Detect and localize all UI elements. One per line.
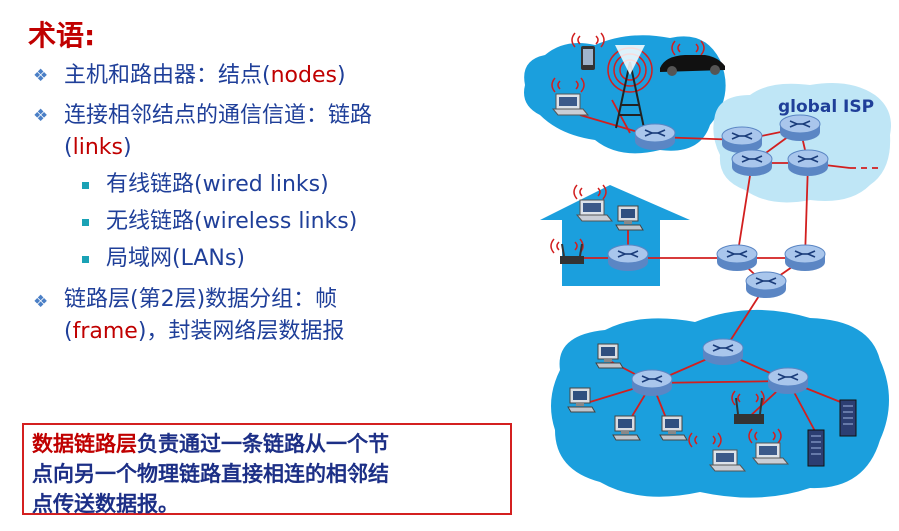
router-icon bbox=[634, 123, 676, 151]
smartphone-icon bbox=[571, 32, 605, 70]
definition-box: 数据链路层负责通过一条链路从一个节 点向另一个物理链路直接相连的相邻结 点传送数… bbox=[22, 423, 512, 516]
bullet-term: links bbox=[72, 135, 123, 160]
definition-term: 数据链路层 bbox=[32, 432, 137, 456]
bullet-links: 连接相邻结点的通信信道：链路 (links) bbox=[64, 100, 372, 164]
home-network-house bbox=[540, 185, 690, 220]
definition-text: 点传送数据报。 bbox=[32, 492, 179, 516]
square-bullet-icon bbox=[82, 182, 89, 189]
cell-tower-icon bbox=[607, 45, 653, 129]
definition-text: 点向另一个物理链路直接相连的相邻结 bbox=[32, 462, 389, 486]
server-icon bbox=[807, 429, 825, 467]
bullet-text: 主机和路由器：结点( bbox=[64, 63, 271, 88]
enterprise-network-cloud bbox=[551, 309, 889, 498]
bullet-text: ) bbox=[336, 63, 346, 88]
diamond-bullet-icon: ❖ bbox=[33, 66, 49, 86]
network-diagram: global ISP bbox=[524, 32, 891, 498]
router-icon bbox=[779, 114, 821, 142]
router-icon bbox=[745, 271, 787, 299]
bullet-text: 连接相邻结点的通信信道：链路 bbox=[64, 103, 373, 128]
page-title: 术语: bbox=[28, 19, 96, 52]
sub-bullet-wired: 有线链路(wired links) bbox=[106, 172, 329, 197]
router-icon bbox=[787, 149, 829, 177]
router-icon bbox=[631, 369, 673, 397]
square-bullet-icon bbox=[82, 256, 89, 263]
server-icon bbox=[839, 399, 857, 437]
sub-bullet-lans: 局域网(LANs) bbox=[106, 246, 245, 271]
router-icon bbox=[784, 244, 826, 272]
bullet-text: ( bbox=[64, 319, 73, 344]
enterprise-access-point-icon bbox=[731, 390, 765, 424]
square-bullet-icon bbox=[82, 219, 89, 226]
global-isp-label: global ISP bbox=[778, 97, 874, 117]
sub-bullet-wireless: 无线链路(wireless links) bbox=[106, 209, 358, 234]
wifi-access-point-icon bbox=[550, 238, 584, 264]
bullet-frame: 链路层(第2层)数据分组：帧 (frame)，封装网络层数据报 bbox=[64, 284, 344, 348]
bullet-nodes: 主机和路由器：结点(nodes) bbox=[64, 60, 346, 92]
router-icon bbox=[716, 244, 758, 272]
diamond-bullet-icon: ❖ bbox=[33, 292, 49, 312]
router-icon bbox=[702, 338, 744, 366]
router-icon bbox=[607, 244, 649, 272]
diamond-bullet-icon: ❖ bbox=[33, 106, 49, 126]
bullet-text: )，封装网络层数据报 bbox=[137, 319, 345, 344]
car-icon bbox=[660, 40, 725, 76]
bullet-term: nodes bbox=[270, 63, 337, 88]
bullet-term: frame bbox=[72, 319, 138, 344]
router-icon bbox=[731, 149, 773, 177]
router-icon bbox=[767, 367, 809, 395]
bullet-text: ( bbox=[64, 135, 73, 160]
bullet-text: 链路层(第2层)数据分组：帧 bbox=[64, 287, 338, 312]
definition-text: 负责通过一条链路从一个节 bbox=[137, 432, 389, 456]
router-icon bbox=[721, 126, 763, 154]
bullet-text: ) bbox=[122, 135, 132, 160]
